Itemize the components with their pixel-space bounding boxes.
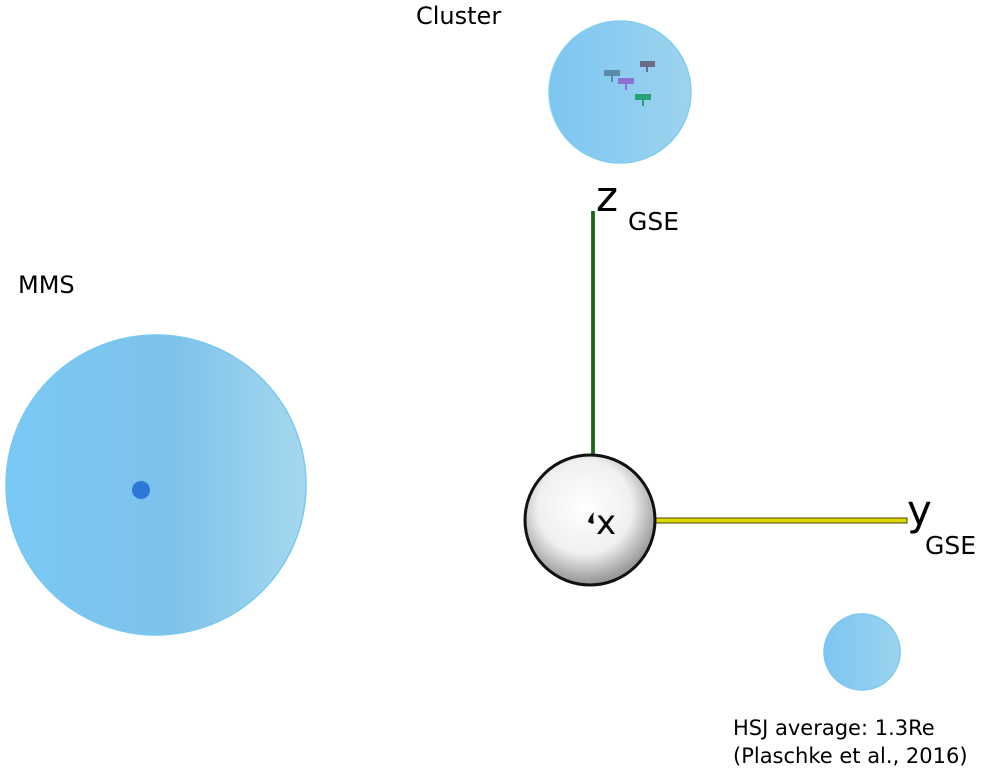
mms-dot xyxy=(132,481,150,499)
cluster-label: Cluster xyxy=(416,2,502,30)
cluster-group xyxy=(548,20,692,164)
hsj-note-line-1: HSJ average: 1.3Re xyxy=(733,716,935,740)
y-axis-label: y xyxy=(907,486,932,535)
z-axis-label: z xyxy=(596,172,619,221)
mms-group xyxy=(5,334,307,636)
satellite-icon-1 xyxy=(604,70,620,82)
satellite-icon-3 xyxy=(640,61,655,72)
hsj-note-line-2: (Plaschke et al., 2016) xyxy=(733,744,968,768)
satellite-icon-2 xyxy=(618,78,634,90)
y-axis-line xyxy=(654,517,908,524)
y-axis-subscript: GSE xyxy=(925,531,977,560)
satellite-icon-4 xyxy=(635,94,651,106)
mms-label: MMS xyxy=(18,271,75,299)
axes-group xyxy=(591,211,908,524)
x-axis-arrow-icon xyxy=(588,512,594,524)
earth-group xyxy=(523,453,657,587)
z-axis-subscript: GSE xyxy=(628,207,680,236)
x-axis-label: x xyxy=(596,503,617,543)
cluster-sphere xyxy=(548,20,692,164)
hsj-sphere xyxy=(823,613,901,691)
mms-sphere xyxy=(5,334,307,636)
hsj-group xyxy=(823,613,901,691)
